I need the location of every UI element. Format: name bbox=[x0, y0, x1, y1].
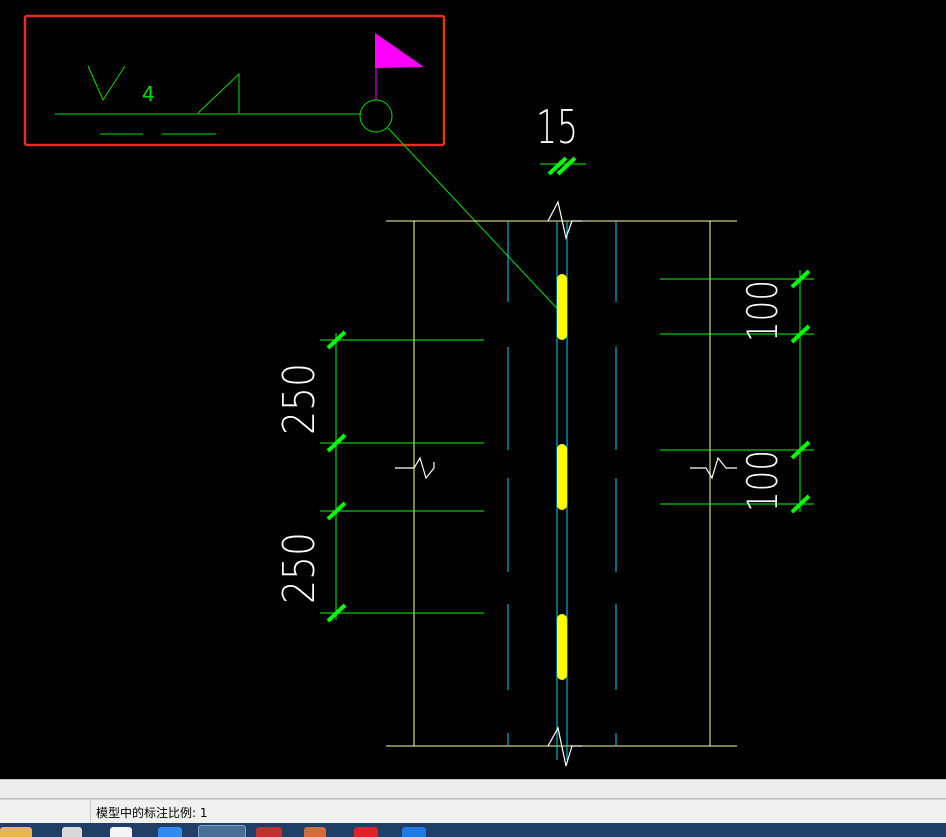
command-line[interactable] bbox=[0, 779, 946, 799]
weld-symbol[interactable] bbox=[55, 65, 567, 319]
app-orange-icon[interactable] bbox=[304, 827, 326, 837]
weld-v-groove-icon bbox=[87, 65, 126, 102]
weld-bead bbox=[557, 274, 567, 340]
weld-fillet-icon bbox=[197, 72, 240, 114]
dimension-ticks bbox=[326, 156, 811, 623]
dimension-top-gap: 15 bbox=[536, 100, 578, 154]
dimension-left-lower: 250 bbox=[274, 532, 325, 604]
dimension-lines bbox=[320, 163, 814, 620]
dimension-right-lower: 100 bbox=[738, 450, 787, 512]
app-red-icon[interactable] bbox=[256, 827, 282, 837]
dimension-right-upper: 100 bbox=[738, 280, 787, 342]
folder-icon[interactable] bbox=[0, 827, 32, 837]
app-blue-icon[interactable] bbox=[402, 827, 426, 837]
app-red2-icon[interactable] bbox=[354, 827, 378, 837]
browser-icon[interactable] bbox=[158, 827, 182, 837]
cad-drawing[interactable]: 4 bbox=[0, 0, 946, 779]
drawing-canvas[interactable]: 4 bbox=[0, 0, 946, 779]
weld-leader-line bbox=[387, 127, 567, 319]
status-bar: 模型中的标注比例: 1 bbox=[0, 799, 946, 823]
annotation-scale-label[interactable]: 模型中的标注比例: 1 bbox=[96, 806, 208, 820]
weld-size-label: 4 bbox=[142, 82, 155, 106]
field-weld-circle-icon bbox=[359, 99, 393, 133]
highlight-box bbox=[23, 14, 446, 147]
cad-icon[interactable] bbox=[198, 825, 246, 837]
taskbar bbox=[0, 823, 946, 837]
dimension-left-upper: 250 bbox=[274, 363, 325, 435]
cloud-icon[interactable] bbox=[62, 827, 82, 837]
field-weld-flag-icon bbox=[375, 33, 424, 68]
break-lines bbox=[395, 200, 737, 767]
weld-bead bbox=[557, 614, 567, 680]
weld-bead bbox=[557, 444, 567, 510]
status-cell-empty bbox=[0, 800, 91, 823]
app-icon[interactable] bbox=[110, 827, 132, 837]
weld-beads bbox=[557, 274, 567, 680]
